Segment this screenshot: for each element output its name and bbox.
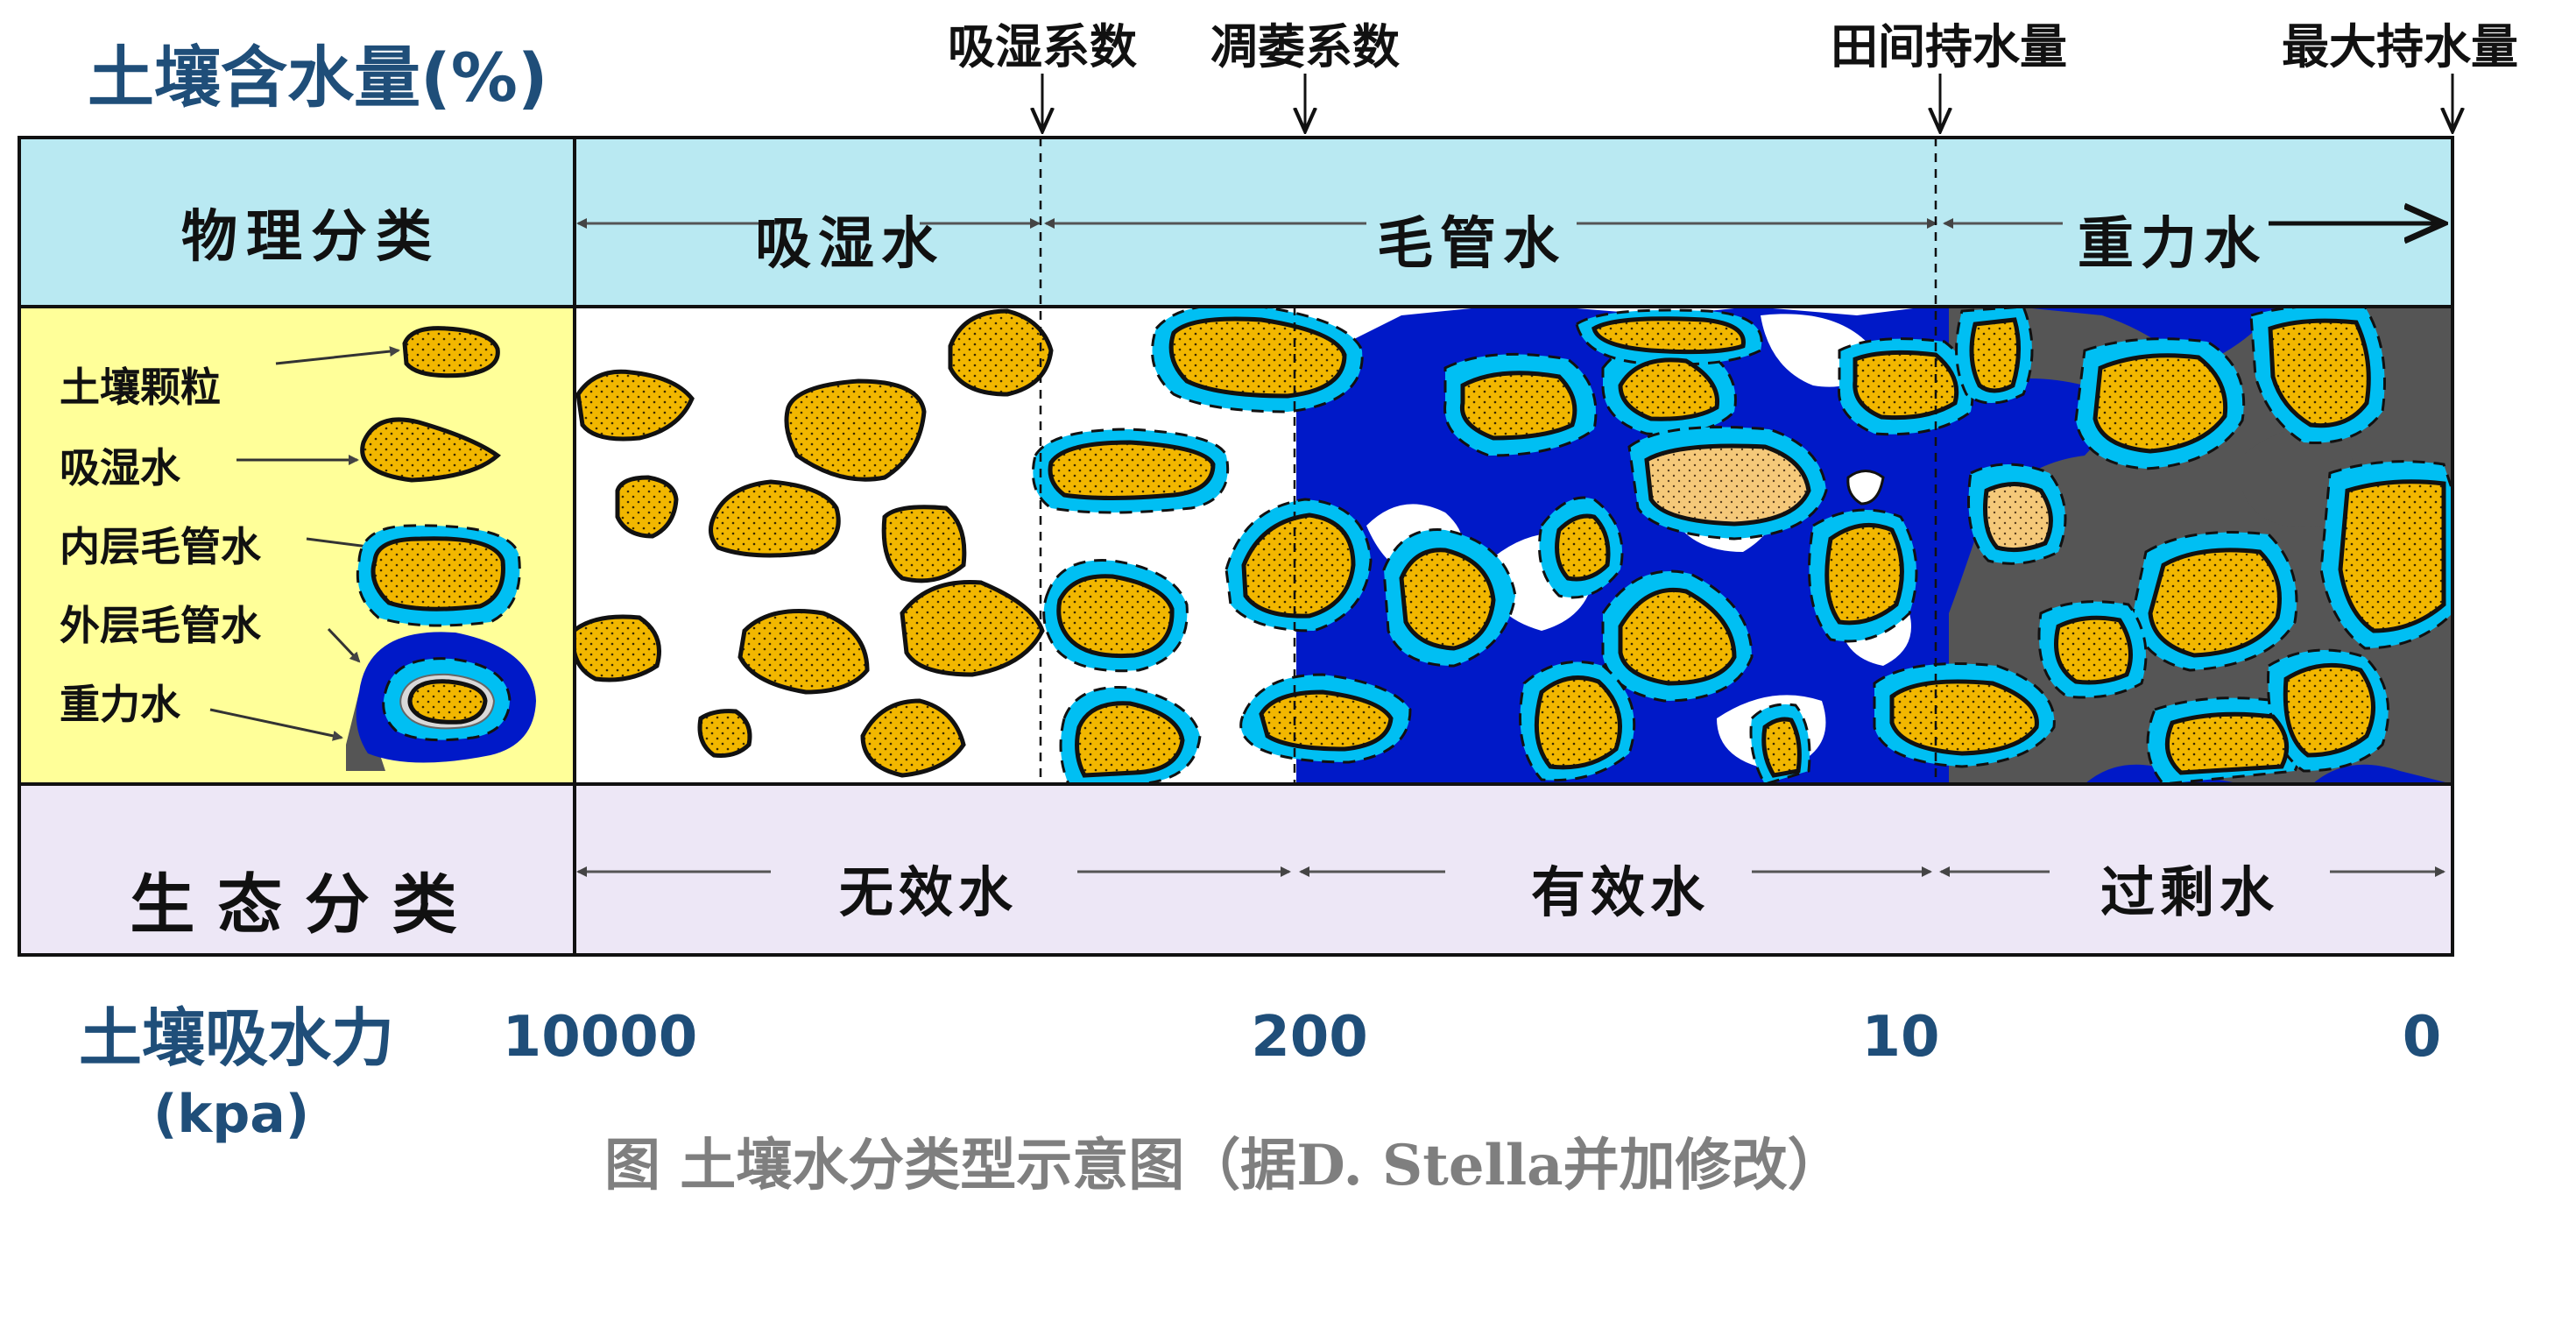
legend-outer-capillary: 外层毛管水: [60, 602, 262, 649]
ecological-available-water: 有效水: [1531, 860, 1710, 924]
physical-gravity-water: 重力水: [2078, 212, 2267, 277]
physical-capillary-water: 毛管水: [1377, 212, 1566, 277]
physical-row-label: 物理分类: [181, 205, 441, 270]
suction-value-10: 10: [1861, 1005, 1939, 1070]
marker-max-capacity: 最大持水量: [2282, 19, 2518, 74]
legend-gravity-water: 重力水: [60, 681, 181, 728]
legend-inner-capillary: 内层毛管水: [60, 523, 262, 570]
ecological-band: [19, 784, 2452, 955]
table-frame: [18, 136, 2454, 957]
legend-soil-particle: 土壤颗粒: [60, 364, 221, 411]
page-title: 土壤含水量(%): [88, 39, 548, 117]
suction-value-200: 200: [1251, 1005, 1368, 1070]
legend-panel: 土壤颗粒 吸湿水 内层毛管水 外层毛管水 重力水: [19, 307, 575, 784]
suction-value-10000: 10000: [503, 1005, 698, 1070]
ecological-ineffective-water: 无效水: [839, 860, 1018, 924]
soil-illustration: [575, 307, 2452, 784]
suction-label: 土壤吸水力: [79, 1001, 394, 1075]
marker-hygroscopic-coefficient: 吸湿系数: [948, 19, 1137, 74]
marker-field-capacity: 田间持水量: [1831, 19, 2067, 74]
figure-caption: 图 土壤水分类型示意图（据D. Stella并加修改）: [604, 1133, 1844, 1198]
suction-value-0: 0: [2403, 1005, 2442, 1070]
ecological-excess-water: 过剩水: [2100, 860, 2279, 924]
legend-hygroscopic-water: 吸湿水: [60, 444, 181, 491]
physical-hygroscopic-water: 吸湿水: [755, 212, 944, 277]
moisture-markers: 吸湿系数 凋萎系数 田间持水量 最大持水量: [948, 19, 2518, 131]
marker-wilting-coefficient: 凋萎系数: [1210, 19, 1400, 74]
suction-unit: (kpa): [153, 1084, 309, 1145]
ecological-row-label: 生 态 分 类: [130, 867, 456, 943]
